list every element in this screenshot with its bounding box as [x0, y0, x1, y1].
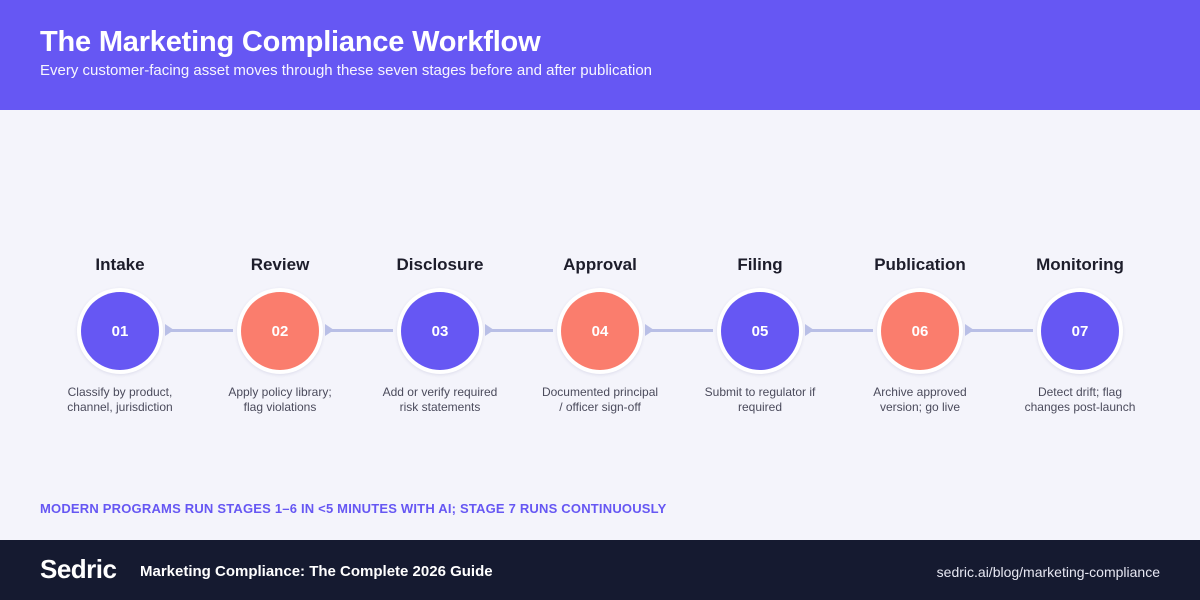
stage-number-badge: 07 [1041, 292, 1119, 370]
stage-name: Approval [563, 255, 637, 274]
connector-line [645, 329, 713, 332]
stage-description: Classify by product, channel, jurisdicti… [67, 385, 173, 414]
stage-name: Publication [874, 255, 966, 274]
stage-description: Documented principal / officer sign-off [541, 385, 659, 414]
stage-node: 04 [557, 288, 643, 374]
stage-number-badge: 02 [241, 292, 319, 370]
stage-node: 07 [1037, 288, 1123, 374]
stage-number-badge: 01 [81, 292, 159, 370]
arrow-right-icon [165, 324, 174, 336]
stage-description: Submit to regulator if required [704, 385, 816, 414]
header-banner: The Marketing Compliance Workflow Every … [0, 0, 1200, 110]
stage-name: Review [250, 255, 310, 274]
stage-name: Filing [737, 255, 783, 274]
stage-description: Add or verify required risk statements [382, 385, 498, 414]
page-subtitle: Every customer-facing asset moves throug… [40, 62, 653, 79]
stage-node: 03 [397, 288, 483, 374]
footnote: MODERN PROGRAMS RUN STAGES 1–6 IN <5 MIN… [40, 501, 667, 516]
sedric-logo: Sedric [40, 554, 117, 584]
connector-line [165, 329, 233, 332]
stage-node: 01 [77, 288, 163, 374]
connector-line [325, 329, 393, 332]
stage-number-badge: 05 [721, 292, 799, 370]
stage-node: 06 [877, 288, 963, 374]
stage-description: Archive approved version; go live [873, 385, 967, 414]
connector-line [805, 329, 873, 332]
arrow-right-icon [645, 324, 654, 336]
arrow-right-icon [485, 324, 494, 336]
connector-line [965, 329, 1033, 332]
footer-bar: Sedric Marketing Compliance: The Complet… [0, 540, 1200, 600]
footer-url[interactable]: sedric.ai/blog/marketing-compliance [936, 564, 1160, 580]
stage-number-badge: 03 [401, 292, 479, 370]
stage-node: 05 [717, 288, 803, 374]
stage-number-badge: 04 [561, 292, 639, 370]
arrow-right-icon [965, 324, 974, 336]
connector-line [485, 329, 553, 332]
stage-number-badge: 06 [881, 292, 959, 370]
arrow-right-icon [325, 324, 334, 336]
guide-title: Marketing Compliance: The Complete 2026 … [140, 563, 493, 580]
stage-description: Apply policy library; flag violations [228, 385, 332, 414]
stage-description: Detect drift; flag changes post-launch [1024, 385, 1136, 414]
stage-name: Intake [95, 255, 145, 274]
stage-name: Disclosure [396, 255, 484, 274]
page-title: The Marketing Compliance Workflow [40, 26, 541, 58]
arrow-right-icon [805, 324, 814, 336]
stage-node: 02 [237, 288, 323, 374]
stage-name: Monitoring [1036, 255, 1124, 274]
